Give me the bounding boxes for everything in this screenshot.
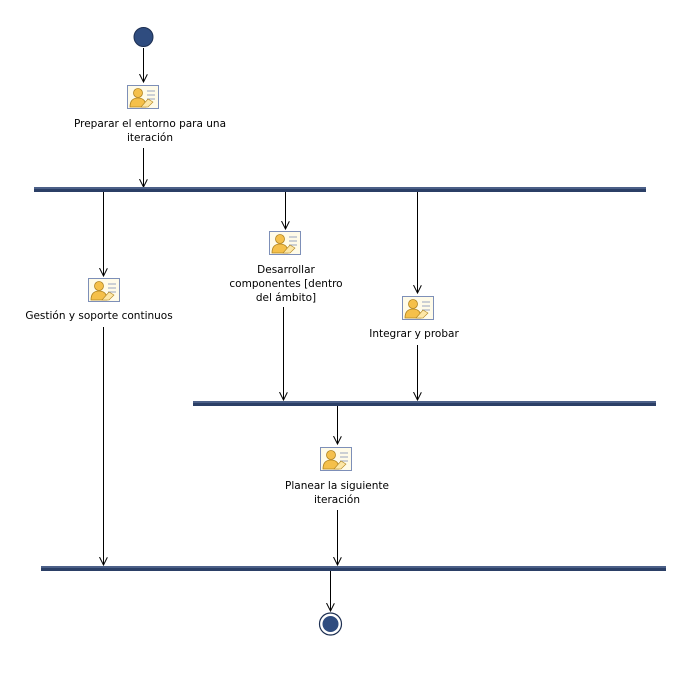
final-node[interactable] [318, 612, 343, 636]
activity-label-planear: Planear la siguiente iteración [285, 480, 389, 506]
sync-bar-fork[interactable] [34, 187, 646, 192]
person-card-icon[interactable] [127, 85, 159, 109]
person-card-icon[interactable] [320, 447, 352, 471]
initial-node[interactable] [133, 27, 154, 47]
activity-label-gestion: Gestión y soporte continuos [25, 310, 173, 322]
person-card-icon[interactable] [269, 231, 301, 255]
sync-bar-join[interactable] [193, 401, 656, 406]
activity-label-preparar: Preparar el entorno para una iteración [73, 118, 227, 144]
activity-label-integrar: Integrar y probar [369, 328, 459, 340]
person-card-icon[interactable] [88, 278, 120, 302]
edges [104, 48, 418, 611]
sync-bar-final-join[interactable] [41, 566, 666, 571]
activity-label-desarrollar: Desarrollar componentes [dentro del ámbi… [229, 264, 343, 304]
person-card-icon[interactable] [402, 296, 434, 320]
